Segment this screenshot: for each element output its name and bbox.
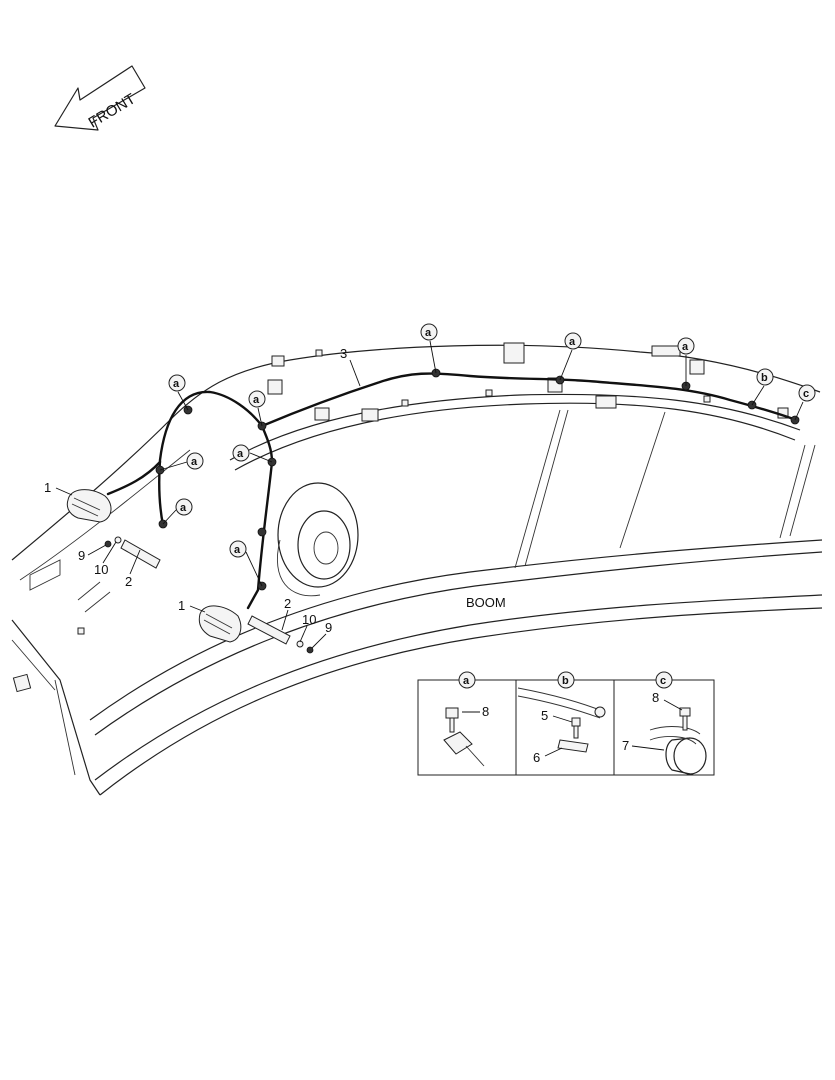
detail-a-label-8: 8 — [482, 704, 489, 719]
detail-b-label-6: 6 — [533, 750, 540, 765]
callout-a-1: a — [173, 378, 180, 390]
callout-a-8: a — [569, 336, 576, 348]
detail-panel-a: a 8 — [443, 671, 489, 767]
label-2-right: 2 — [284, 596, 291, 611]
callout-a-7: a — [425, 327, 432, 339]
boom-structure — [11, 342, 823, 796]
boom-label: BOOM — [466, 595, 506, 610]
part-number-labels: 1 9 10 2 1 2 10 9 3 BOOM — [44, 346, 506, 649]
label-3-harness: 3 — [340, 346, 347, 361]
callout-a-4: a — [191, 456, 198, 468]
work-light-bracket-right — [247, 615, 314, 654]
label-9-right: 9 — [325, 620, 332, 635]
detail-b-label-5: 5 — [541, 708, 548, 723]
callout-a-9: a — [682, 341, 689, 353]
detail-c-label-8: 8 — [652, 690, 659, 705]
label-1-left: 1 — [44, 480, 51, 495]
label-10-left: 10 — [94, 562, 108, 577]
detail-panel-b: b 5 6 — [517, 671, 606, 765]
work-light-right — [198, 605, 242, 643]
detail-c-label-7: 7 — [622, 738, 629, 753]
label-1-right: 1 — [178, 598, 185, 613]
callout-a-3: a — [237, 448, 244, 460]
work-light-bracket-left — [104, 536, 161, 569]
front-direction-arrow: FRONT — [54, 65, 146, 132]
front-arrow-label: FRONT — [86, 90, 139, 131]
wire-harness — [106, 368, 800, 610]
callout-c-1: c — [803, 388, 809, 400]
detail-c-callout: c — [660, 675, 666, 687]
detail-panels: a 8 b 5 6 c — [417, 671, 715, 776]
callouts-main: a a a a a a a a a b c — [159, 323, 816, 587]
detail-b-callout: b — [562, 675, 569, 687]
callout-a-5: a — [180, 502, 187, 514]
callout-b-1: b — [761, 372, 768, 384]
callout-a-6: a — [234, 544, 241, 556]
label-10-right: 10 — [302, 612, 316, 627]
detail-panel-c: c 8 7 — [622, 671, 707, 775]
callout-a-2: a — [253, 394, 260, 406]
label-2-left: 2 — [125, 574, 132, 589]
work-light-left — [66, 489, 112, 523]
label-9-left: 9 — [78, 548, 85, 563]
detail-a-callout: a — [463, 675, 470, 687]
